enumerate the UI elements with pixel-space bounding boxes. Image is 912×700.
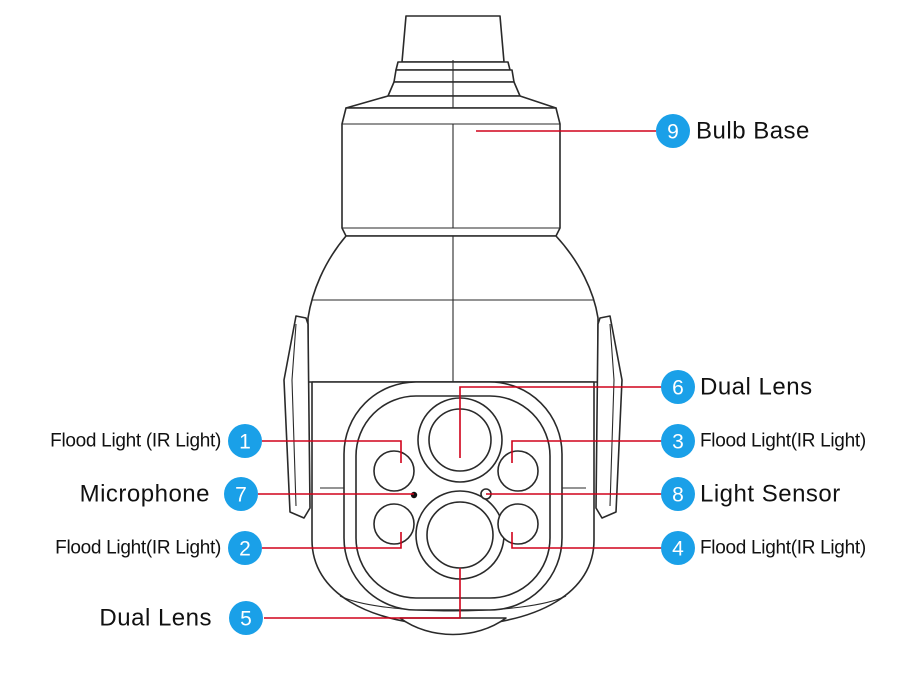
- callout-3: 3: [661, 424, 695, 458]
- badge-9: [656, 114, 690, 148]
- callout-7: 7: [224, 477, 258, 511]
- callout-5: 5: [229, 601, 263, 635]
- badge-8-number: 8: [672, 484, 684, 507]
- leader-3: [511, 440, 662, 463]
- badge-2-number: 2: [239, 538, 251, 561]
- bulb-screw-cap: [345, 15, 557, 109]
- camera-housing: [307, 235, 599, 383]
- callout-6: 6: [661, 370, 695, 404]
- label-bulb-base: Bulb Base: [696, 118, 810, 145]
- badge-3-number: 3: [672, 431, 684, 454]
- leader-lines: [258, 130, 662, 619]
- callout-9: 9: [656, 114, 690, 148]
- camera-drawing: [283, 15, 623, 636]
- badge-4: [661, 531, 695, 565]
- label-dual-lens-bottom: Dual Lens: [99, 605, 212, 632]
- badge-3: [661, 424, 695, 458]
- badge-6: [661, 370, 695, 404]
- leader-5: [264, 568, 461, 619]
- badge-1-number: 1: [239, 431, 251, 454]
- badge-7-number: 7: [235, 484, 247, 507]
- side-brackets: [283, 315, 623, 519]
- flood-light-1-graphic: [373, 450, 415, 492]
- callout-2: 2: [228, 531, 262, 565]
- callout-1: 1: [228, 424, 262, 458]
- badge-5: [229, 601, 263, 635]
- leader-1: [262, 440, 402, 463]
- flood-light-3-graphic: [497, 450, 539, 492]
- label-flood-light-4: Flood Light(IR Light): [700, 538, 866, 559]
- leader-6: [459, 386, 662, 458]
- label-flood-light-3: Flood Light(IR Light): [700, 431, 866, 452]
- badge-4-number: 4: [672, 538, 684, 561]
- flood-light-4-graphic: [497, 503, 539, 545]
- badge-9-number: 9: [667, 121, 679, 144]
- bulb-base-body: [341, 107, 561, 237]
- badge-2: [228, 531, 262, 565]
- microphone-graphic: [410, 491, 418, 499]
- badge-1: [228, 424, 262, 458]
- badge-5-number: 5: [240, 608, 252, 631]
- badge-7: [224, 477, 258, 511]
- label-microphone: Microphone: [80, 481, 210, 508]
- flood-light-2-graphic: [373, 503, 415, 545]
- leader-2: [262, 532, 402, 549]
- label-flood-light-2: Flood Light(IR Light): [55, 538, 221, 559]
- leader-4: [511, 532, 662, 549]
- badge-6-number: 6: [672, 377, 684, 400]
- dual-lens-bottom-graphic: [415, 490, 505, 580]
- label-dual-lens-top: Dual Lens: [700, 374, 813, 401]
- label-flood-light-1: Flood Light (IR Light): [50, 431, 221, 452]
- callout-8: 8: [661, 477, 695, 511]
- callout-4: 4: [661, 531, 695, 565]
- badge-8: [661, 477, 695, 511]
- label-light-sensor: Light Sensor: [700, 481, 841, 508]
